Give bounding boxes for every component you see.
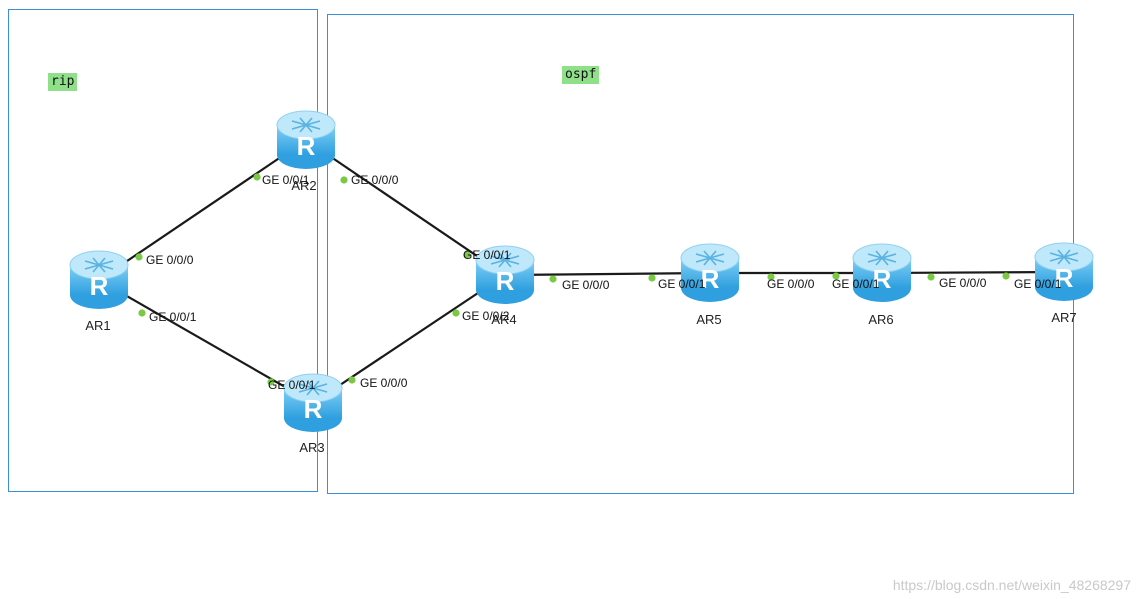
port-dot	[267, 378, 275, 386]
router-glyph: R	[1055, 263, 1074, 293]
router-ar4[interactable]: R AR4	[475, 245, 535, 327]
router-label-ar2: AR2	[291, 178, 316, 193]
port-dot	[452, 309, 460, 317]
router-icon: R	[1034, 242, 1094, 301]
router-label-ar7: AR7	[1051, 310, 1076, 325]
port-label-ar6: GE 0/0/0	[939, 276, 987, 290]
router-icon: R	[276, 110, 336, 169]
watermark-text: https://blog.csdn.net/weixin_48268297	[892, 577, 1131, 593]
port-dot	[253, 173, 261, 181]
router-glyph: R	[701, 264, 720, 294]
port-label-ar3: GE 0/0/1	[268, 378, 316, 392]
router-icon: R	[680, 243, 740, 302]
router-ar3[interactable]: R AR3	[283, 373, 343, 455]
router-glyph: R	[90, 271, 109, 301]
ports-layer: GE 0/0/0 GE 0/0/1 GE 0/0/1 GE 0/0/1 GE 0/0/0…	[135, 173, 1062, 392]
port-dot	[138, 309, 146, 317]
router-ar7[interactable]: R AR7	[1034, 242, 1094, 325]
port-label-ar7: GE 0/0/1	[1014, 277, 1062, 291]
rip-area-label: rip	[48, 73, 78, 91]
port-dot	[767, 273, 775, 281]
router-icon: R	[69, 250, 129, 309]
router-icon: R	[475, 245, 535, 304]
port-label-ar1: GE 0/0/1	[149, 310, 197, 324]
router-ar1[interactable]: R AR1	[69, 250, 129, 333]
router-ar2[interactable]: R AR2	[276, 110, 336, 193]
port-dot	[463, 251, 471, 259]
port-label-ar5: GE 0/0/0	[767, 277, 815, 291]
router-glyph: R	[873, 264, 892, 294]
port-label-ar2: GE 0/0/1	[262, 173, 310, 187]
port-label-ar6: GE 0/0/1	[832, 277, 880, 291]
port-label-ar1: GE 0/0/0	[146, 253, 194, 267]
link-ar4-ar5	[504, 271, 711, 277]
port-dot	[348, 376, 356, 384]
link-ar3-ar4	[312, 274, 506, 404]
link-ar6-ar7	[881, 270, 1065, 275]
router-glyph: R	[496, 266, 515, 296]
port-label-ar5: GE 0/0/1	[658, 277, 706, 291]
port-dot	[135, 253, 143, 261]
port-label-ar4: GE 0/0/2	[462, 309, 510, 323]
port-dot	[648, 274, 656, 282]
port-label-ar4: GE 0/0/1	[463, 248, 511, 262]
router-glyph: R	[304, 394, 323, 424]
link-ar1-ar2	[98, 139, 307, 281]
router-icon: R	[283, 373, 343, 432]
port-dot	[340, 176, 348, 184]
router-icon: R	[852, 243, 912, 302]
links-layer	[98, 139, 1065, 404]
router-label-ar4: AR4	[491, 312, 516, 327]
port-label-ar4: GE 0/0/0	[562, 278, 610, 292]
router-label-ar6: AR6	[868, 312, 893, 327]
port-dot	[1002, 272, 1010, 280]
port-dot	[927, 273, 935, 281]
link-ar1-ar3	[98, 279, 314, 404]
router-glyph: R	[297, 131, 316, 161]
rip-area-region	[8, 9, 318, 492]
port-label-ar3: GE 0/0/0	[360, 376, 408, 390]
port-label-ar2: GE 0/0/0	[351, 173, 399, 187]
router-ar5[interactable]: R AR5	[680, 243, 740, 327]
port-dot	[549, 275, 557, 283]
ospf-area-label: ospf	[562, 66, 600, 84]
router-label-ar3: AR3	[299, 440, 324, 455]
router-label-ar1: AR1	[85, 318, 110, 333]
router-label-ar5: AR5	[696, 312, 721, 327]
router-ar6[interactable]: R AR6	[852, 243, 912, 327]
port-dot	[832, 272, 840, 280]
link-ar2-ar4	[305, 139, 506, 276]
